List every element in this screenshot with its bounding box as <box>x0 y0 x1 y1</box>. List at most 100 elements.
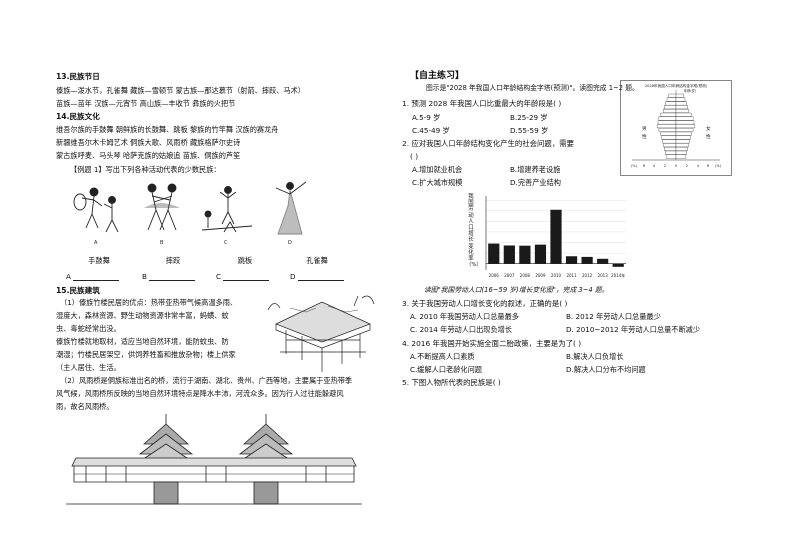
q2-option-a[interactable]: A.增加就业机会 <box>412 165 463 174</box>
pyramid-bar-male <box>668 93 677 98</box>
pyramid-bar-female <box>675 112 692 117</box>
pyramid-axis-tick: 0 <box>675 164 677 168</box>
culture-line-3: 蒙古族呼麦、马头琴 哈萨克族的姑娘追 苗族、侗族的芦笙 <box>56 151 241 160</box>
bamboo-house-line-2: 湿度大，森林资源、野生动物资源非常丰富，蚂蟥、蚊 <box>56 311 229 320</box>
bamboo-house-line-3: 虫、毒蛇经常出没。 <box>56 324 121 333</box>
answer-blank-a-letter: A <box>66 272 71 281</box>
bamboo-house-line-1: （1）傣族竹楼民居的优点：热带亚热带气候高温多雨、 <box>60 298 238 307</box>
pyramid-bar-male <box>665 150 677 155</box>
dance-illustrations: A B C D <box>73 181 307 246</box>
pyramid-bar-female <box>675 147 688 151</box>
q3-option-c[interactable]: C. 2014 年劳动人口出现负增长 <box>410 325 513 334</box>
q2-option-b[interactable]: B.增建养老设施 <box>510 165 561 174</box>
dance-name-d: 孔雀舞 <box>306 256 328 265</box>
pyramid-bar-female <box>675 124 696 129</box>
svg-text:A: A <box>94 240 98 246</box>
bamboo-house-line-5: 潮湿；竹楼民居架空，供饲养牲畜和推放杂物；楼上供家 <box>56 350 236 359</box>
svg-text:B: B <box>160 240 164 246</box>
pyramid-bar-male <box>656 124 677 129</box>
pyramid-bar-female <box>675 105 688 110</box>
pyramid-bar-female <box>675 139 690 144</box>
q2-option-d[interactable]: D.完善产业结构 <box>510 178 561 187</box>
question-2: 2. 应对我国人口年龄结构变化产生的社会问题，需要 <box>402 139 574 148</box>
chart-x-tick-label: 2007 <box>504 273 515 278</box>
chart-bar <box>565 256 578 264</box>
q4-option-d[interactable]: D.解决人口分布不均问题 <box>566 365 646 374</box>
pyramid-bar-male <box>665 101 677 106</box>
pyramid-bar-female <box>675 131 692 136</box>
pyramid-female-label: 女 <box>706 125 711 132</box>
q3-option-d[interactable]: D. 2010~2012 年劳动人口总量不断减少 <box>566 325 701 334</box>
answer-blank-a[interactable]: A <box>66 272 119 281</box>
chart-x-tick-label: 2010 <box>551 273 562 278</box>
svg-text:D: D <box>288 240 292 246</box>
pyramid-bar-female <box>675 135 691 140</box>
q1-option-a[interactable]: A.5-9 岁 <box>412 113 441 122</box>
bamboo-house-line-4: 傣族竹楼就地取材，适应当地自然环境，能防蚊虫、防 <box>56 337 229 346</box>
wrestling-figure: B <box>144 183 180 246</box>
chart-bar <box>597 258 609 264</box>
q4-option-c[interactable]: C.缓解人口老龄化问题 <box>410 365 482 374</box>
q3-option-b[interactable]: B. 2012 年劳动人口总量最少 <box>566 312 661 321</box>
svg-text:C: C <box>224 240 228 246</box>
pyramid-bar-male <box>657 120 677 125</box>
culture-line-2: 新疆维吾尔木卡姆艺术 侗族大歌、风雨桥 藏族格萨尔史诗 <box>56 138 241 147</box>
wind-rain-bridge-illustration <box>66 414 362 505</box>
section-14-title: 14.民族文化 <box>56 112 100 121</box>
answer-blank-d[interactable]: D <box>290 272 344 281</box>
pyramid-title: 2028年我国人口年龄结构金字塔(预测) <box>645 83 708 88</box>
chart-x-tick-label: 2006 <box>489 273 500 278</box>
q4-option-a[interactable]: A.不断提高人口素质 <box>410 352 475 361</box>
q4-option-b[interactable]: B.解决人口负增长 <box>566 352 624 361</box>
pyramid-bar-male <box>665 154 677 159</box>
answer-blank-d-letter: D <box>290 272 296 281</box>
section-13-title: 13.民族节日 <box>56 72 100 81</box>
q1-option-c[interactable]: C.45-49 岁 <box>412 126 450 135</box>
pyramid-axis-tick: 2 <box>686 164 688 168</box>
festivals-line-2: 苗族—苗年 汉族—元宵节 高山族—丰收节 彝族的火把节 <box>56 99 236 108</box>
question-2-bracket: ( ) <box>410 152 419 161</box>
section-15-title: 15.民族建筑 <box>56 286 100 295</box>
festivals-line-1: 傣族—泼水节，孔雀舞 藏族—雪顿节 蒙古族—那达慕节（射箭、摔跤、马术） <box>56 86 305 95</box>
pyramid-bar-male <box>664 147 677 151</box>
chart-y-label: 我国劳动人口增长变化率（%） <box>466 194 482 269</box>
answer-blank-c[interactable]: C <box>216 272 270 281</box>
q1-option-b[interactable]: B.25-29 岁 <box>510 113 548 122</box>
question-3: 3. 关于我国劳动人口增长变化的叙述，正确的是( ) <box>402 299 568 308</box>
pyramid-bar-female <box>675 109 689 113</box>
pyramid-bars <box>656 93 696 159</box>
pyramid-axis-tick: 6 <box>707 164 709 168</box>
q3-option-a[interactable]: A. 2010 年我国劳动人口总量最多 <box>410 312 519 321</box>
pyramid-bar-female <box>675 143 689 148</box>
pyramid-bar-female <box>675 120 695 125</box>
chart-bar <box>519 245 531 264</box>
pyramid-axis-tick: 4 <box>697 164 699 168</box>
answer-blank-b[interactable]: B <box>142 272 195 281</box>
chart-x-tick-label: 2011 <box>566 273 577 278</box>
chart-bar <box>488 243 500 264</box>
pyramid-bar-male <box>664 105 677 110</box>
chart-bar <box>581 256 593 264</box>
example-1-prompt: 【例题 1】写出下列各种活动代表的少数民族： <box>70 165 221 174</box>
pyramid-bar-male <box>661 135 677 140</box>
peacock-dance-figure: D <box>275 181 307 246</box>
chart-x-tick-label: 2012 <box>582 273 593 278</box>
pyramid-bar-male <box>663 109 677 113</box>
self-practice-heading: 【自主练习】 <box>410 71 465 81</box>
chart-bars <box>488 209 624 267</box>
pyramid-bar-male <box>660 131 677 136</box>
q2-option-c[interactable]: C.扩大城市规模 <box>412 178 463 187</box>
pyramid-intro: 图示是"2028 年我国人口年龄结构金字塔(预测)"。读图完成 1~2 题。 <box>426 84 639 92</box>
chart-bar <box>503 245 515 264</box>
labor-chart-caption: 读图"我国劳动人口(16~59 岁)增长变化图"，完成 3~4 题。 <box>424 286 609 294</box>
bamboo-house-line-6: （主人居住、生活。 <box>56 363 121 372</box>
pyramid-axis-tick: (%) <box>631 164 638 168</box>
pyramid-bar-male <box>663 143 677 148</box>
chart-x-tick-label: 2013 <box>598 273 609 278</box>
q1-option-d[interactable]: D.55-59 岁 <box>510 126 549 135</box>
chart-bar <box>550 209 562 264</box>
wind-rain-bridge-line-2: 风气候，风雨桥所反映的当地自然环境特点是降水丰沛，河流众多。因为行人过往能躲避风 <box>56 389 344 398</box>
